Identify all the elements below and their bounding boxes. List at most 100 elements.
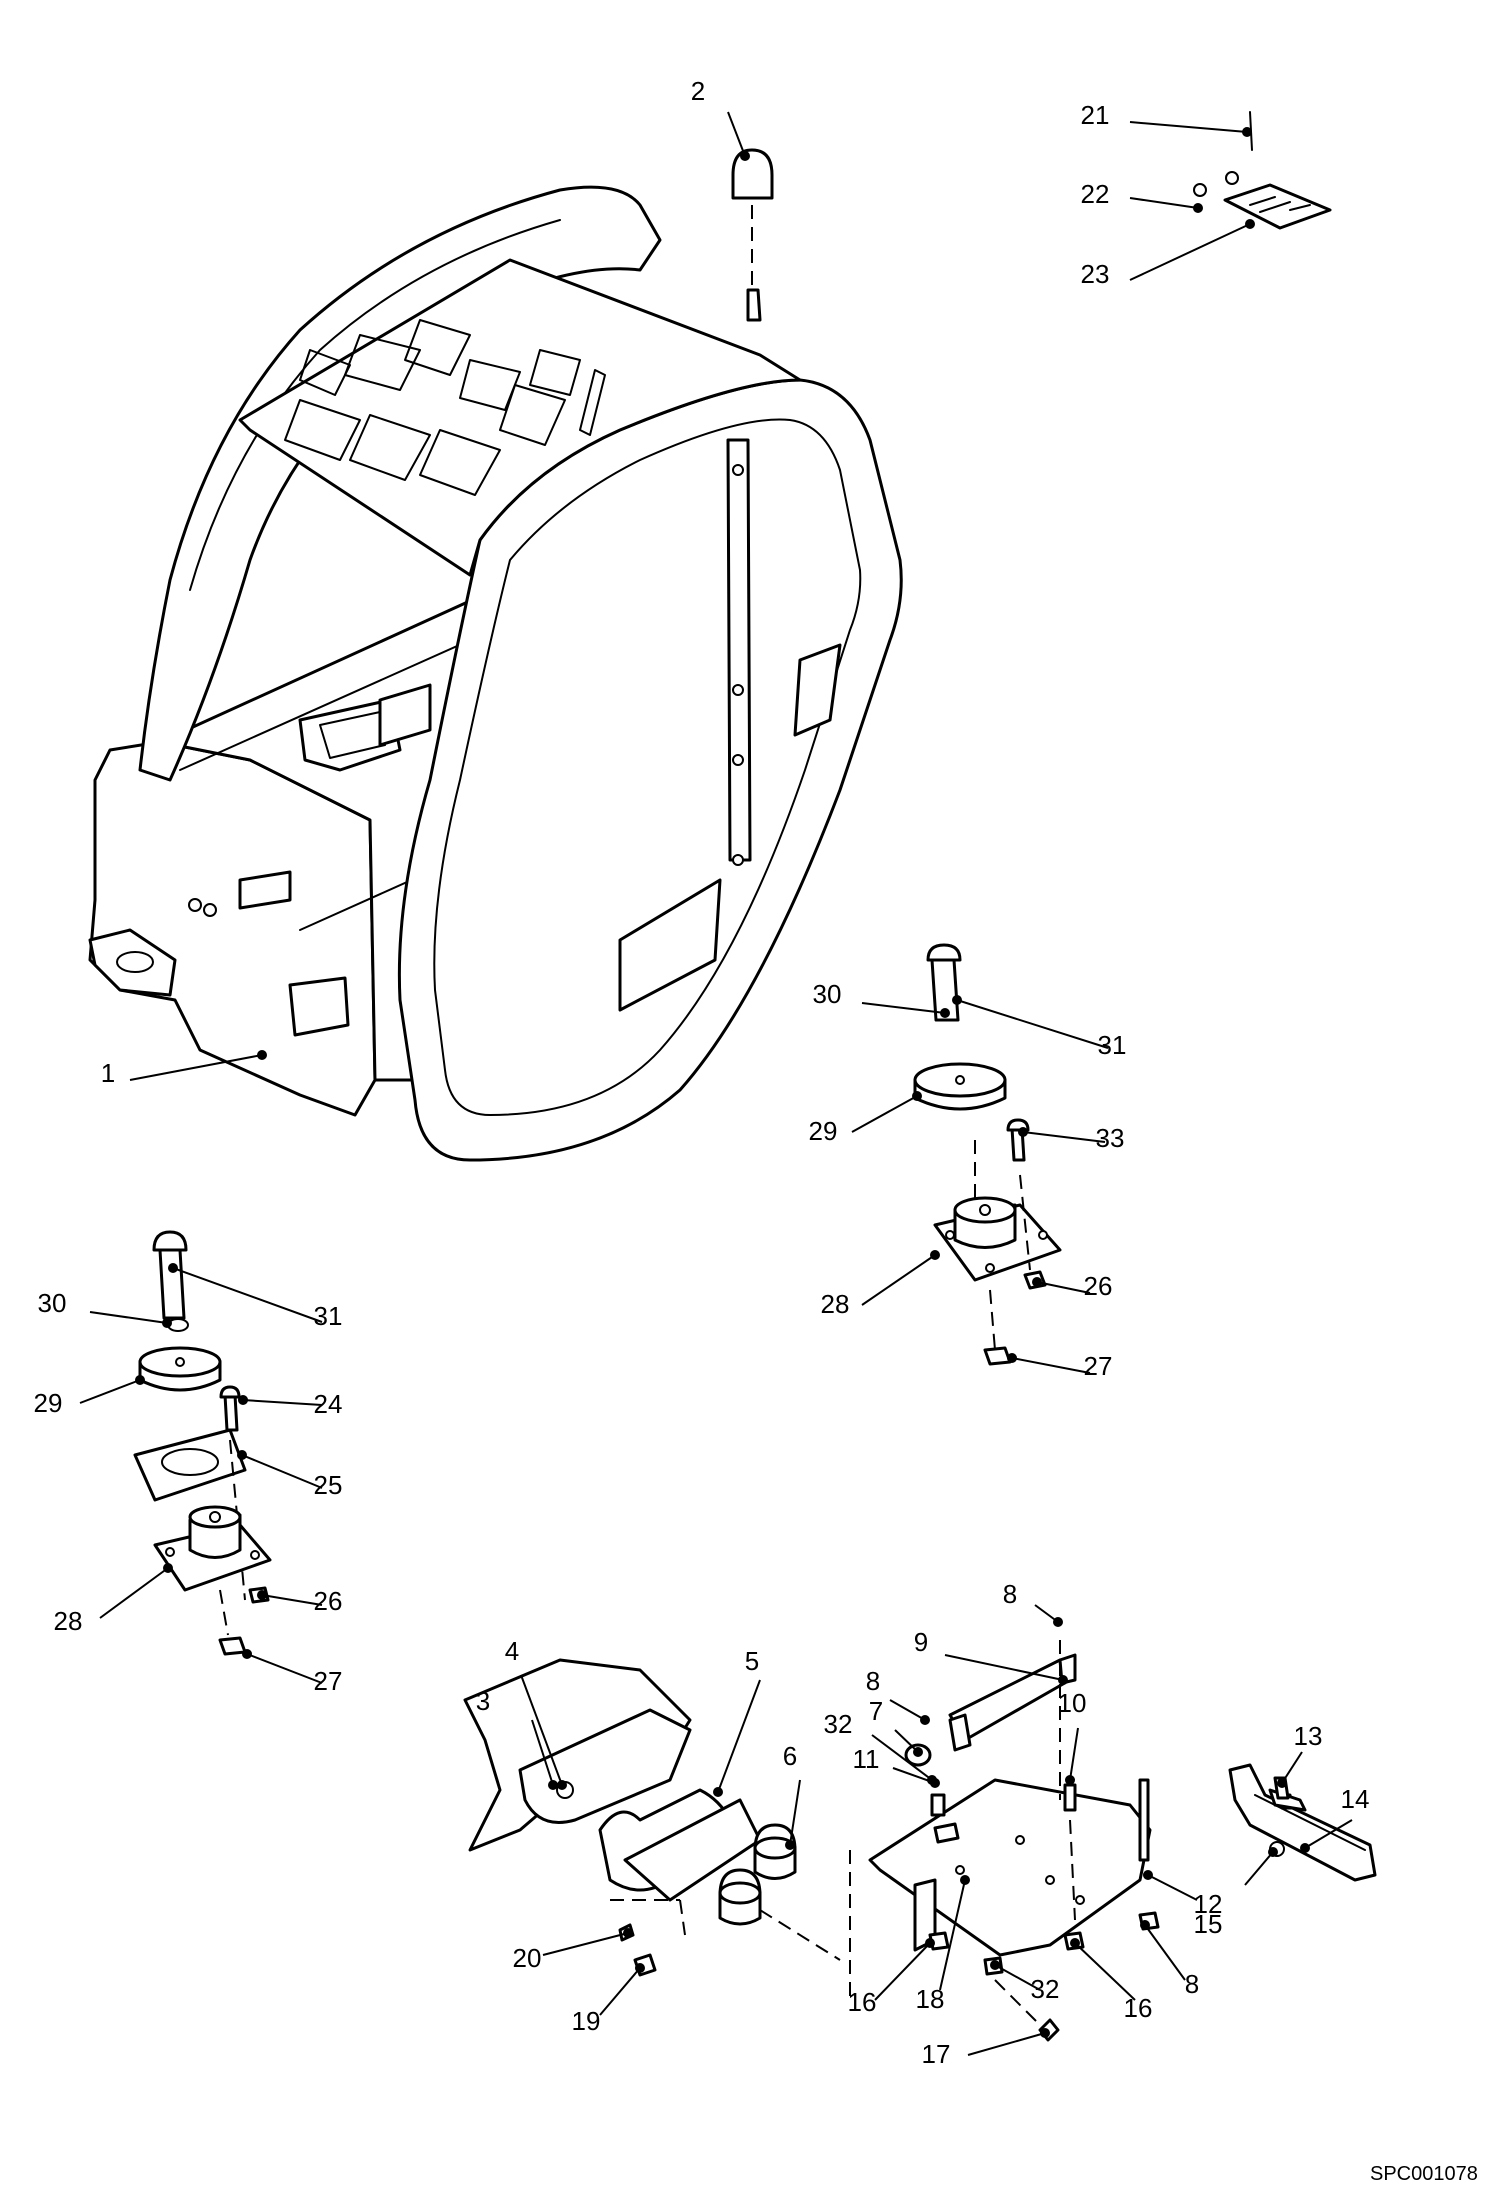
callout-dot: [920, 1715, 930, 1725]
callout-label: 1: [101, 1058, 115, 1088]
callout-leader: [1144, 1924, 1186, 1981]
cab-frame: [88, 185, 903, 1162]
callout-label: 27: [1084, 1351, 1113, 1381]
callout-dot: [1018, 1127, 1028, 1137]
callout-dot: [168, 1263, 178, 1273]
beacon-light: [731, 148, 774, 290]
callout-dot: [1070, 1938, 1080, 1948]
callout-label: 14: [1341, 1784, 1370, 1814]
callout-leader: [939, 1879, 966, 1991]
callout-dot: [257, 1050, 267, 1060]
callout-dot: [162, 1318, 172, 1328]
callout-leader: [1129, 197, 1199, 209]
callout-leader: [1022, 1131, 1106, 1143]
callout-label: 20: [513, 1943, 542, 1973]
callout-dot: [785, 1840, 795, 1850]
callout-dot: [1193, 203, 1203, 213]
base-plate-assembly: [849, 1640, 1160, 2042]
callout-label: 31: [1098, 1030, 1127, 1060]
callout-dot: [135, 1375, 145, 1385]
callout-dot: [925, 1938, 935, 1948]
callout-leader: [1129, 223, 1251, 281]
callout-dot: [1032, 1277, 1042, 1287]
callout-leader: [851, 1095, 918, 1133]
callout-dot: [740, 151, 750, 161]
callout-leader: [944, 1654, 1064, 1681]
callout-leader: [1011, 1357, 1091, 1374]
left-mount-stack: [133, 1230, 272, 1656]
callout-label: 26: [1084, 1271, 1113, 1301]
callout-leader: [956, 999, 1109, 1049]
callout-label: 21: [1081, 100, 1110, 130]
callout-dot: [930, 1250, 940, 1260]
callout-leader: [889, 1699, 926, 1721]
bracket-assembly: [463, 1658, 841, 1977]
callout-leader: [894, 1729, 919, 1753]
callout-label: 17: [922, 2039, 951, 2069]
callout-dot: [912, 1091, 922, 1101]
callout-leader: [1036, 1281, 1091, 1294]
callout-dot: [548, 1780, 558, 1790]
callout-dot: [1242, 127, 1252, 137]
callout-leader: [1244, 1851, 1274, 1886]
callout-label: 27: [314, 1666, 343, 1696]
callout-label: 10: [1058, 1688, 1087, 1718]
callout-leader: [241, 1454, 323, 1489]
callout-dot: [635, 1963, 645, 1973]
callout-dot: [990, 1960, 1000, 1970]
callout-dot: [713, 1787, 723, 1797]
callout-label: 30: [38, 1288, 67, 1318]
callout-leader: [1304, 1819, 1353, 1849]
plate-and-rivets: [1193, 111, 1332, 230]
callout-leader: [246, 1653, 323, 1684]
callout-dot: [1268, 1847, 1278, 1857]
callout-label: 12: [1194, 1889, 1223, 1919]
callout-label: 2: [691, 76, 705, 106]
callout-leader: [520, 1674, 563, 1786]
callout-label: 32: [824, 1709, 853, 1739]
callout-dot: [163, 1563, 173, 1573]
right-mount-stack: [913, 943, 1062, 1366]
callout-label: 29: [809, 1116, 838, 1146]
callout-label: 24: [314, 1389, 343, 1419]
callout-label: 23: [1081, 259, 1110, 289]
callout-label: 31: [314, 1301, 343, 1331]
callout-label: 9: [914, 1627, 928, 1657]
callout-leader: [861, 1002, 946, 1014]
callout-label: 8: [1003, 1579, 1017, 1609]
callout-dot: [1300, 1843, 1310, 1853]
callout-label: 33: [1096, 1123, 1125, 1153]
callout-leader: [99, 1567, 169, 1619]
callout-leader: [717, 1679, 761, 1793]
callout-dot: [257, 1590, 267, 1600]
callout-dot: [960, 1875, 970, 1885]
figure-code: SPC001078: [1370, 2163, 1478, 2185]
callout-leader: [861, 1254, 936, 1306]
callout-dot: [1065, 1775, 1075, 1785]
callout-label: 15: [1194, 1909, 1223, 1939]
callout-dot: [952, 995, 962, 1005]
callout-leader: [1074, 1942, 1136, 2001]
callout-leader: [531, 1719, 554, 1786]
callout-leader: [79, 1379, 141, 1404]
callout-label: 28: [54, 1606, 83, 1636]
callout-leader: [727, 111, 746, 157]
callout-dot: [1007, 1353, 1017, 1363]
callout-dot: [623, 1928, 633, 1938]
callout-label: 13: [1294, 1721, 1323, 1751]
callout-label: 11: [853, 1744, 880, 1774]
callout-dot: [242, 1649, 252, 1659]
callout-label: 16: [848, 1987, 877, 2017]
callout-dot: [557, 1780, 567, 1790]
callout-leader: [242, 1399, 323, 1406]
callout-label: 28: [821, 1289, 850, 1319]
callout-label: 29: [34, 1388, 63, 1418]
callout-dot: [1143, 1870, 1153, 1880]
callout-leader: [1069, 1727, 1079, 1781]
callout-leader: [542, 1932, 629, 1956]
callout-dot: [940, 1008, 950, 1018]
callout-leader: [172, 1267, 323, 1323]
callout-label: 19: [572, 2006, 601, 2036]
